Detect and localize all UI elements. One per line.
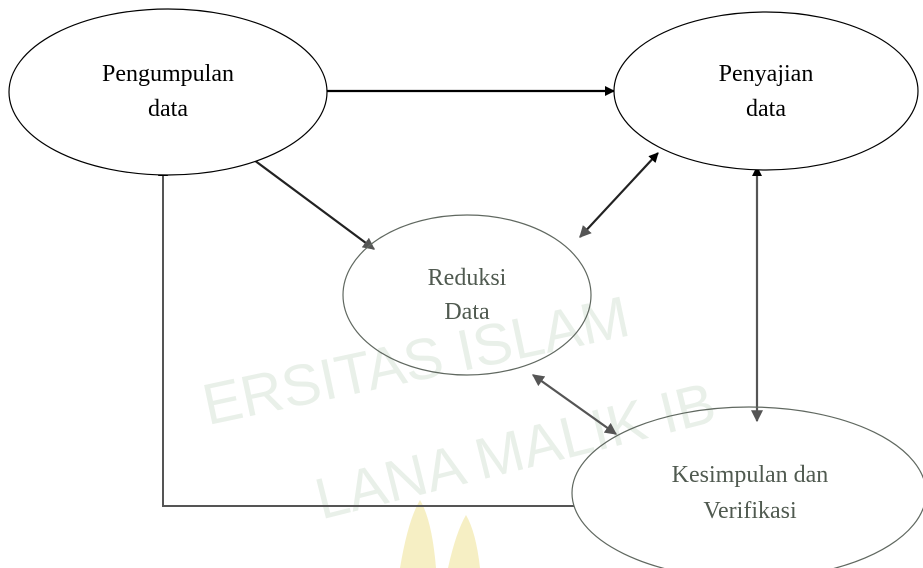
node-kesimpulan-line1: Kesimpulan dan <box>672 462 829 488</box>
edge-pengumpulan-to-reduksi <box>249 156 375 250</box>
node-kesimpulan-line2: Verifikasi <box>703 498 797 524</box>
node-pengumpulan-shape <box>8 8 328 176</box>
node-penyajian-line2: data <box>746 96 786 122</box>
node-penyajian-shape <box>613 11 919 171</box>
edge-kesimpulan-to-pengumpulan <box>158 166 574 507</box>
node-penyajian-data: Penyajian data <box>613 11 919 171</box>
node-reduksi-line2: Data <box>444 299 490 325</box>
node-kesimpulan-verifikasi: Kesimpulan dan Verifikasi <box>571 406 923 568</box>
node-kesimpulan-shape <box>571 406 923 568</box>
edge-reduksi-penyajian <box>579 152 659 238</box>
edges <box>158 86 763 507</box>
node-pengumpulan-line2: data <box>148 96 188 122</box>
node-pengumpulan-line1: Pengumpulan <box>102 61 234 87</box>
watermark-emblem <box>400 500 480 568</box>
node-reduksi-data: Reduksi Data <box>342 214 592 376</box>
watermark: ERSITAS ISLAM LANA MALIK IB <box>197 284 722 568</box>
node-penyajian-line1: Penyajian <box>719 61 814 87</box>
edge-reduksi-kesimpulan <box>532 374 617 435</box>
node-reduksi-line1: Reduksi <box>428 265 507 291</box>
node-reduksi-shape <box>342 214 592 376</box>
node-pengumpulan-data: Pengumpulan data <box>8 8 328 176</box>
